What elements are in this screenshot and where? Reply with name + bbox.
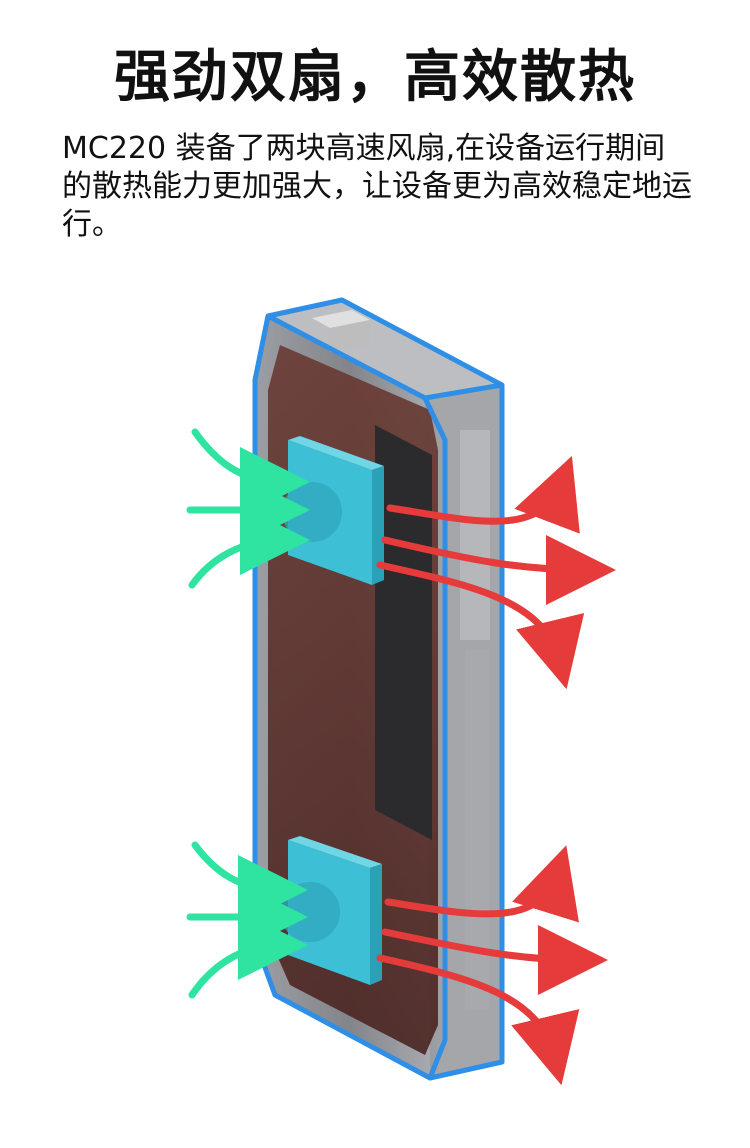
- exhaust-airflow-lower: [376, 845, 608, 1086]
- arrow-right-icon: [188, 505, 310, 589]
- intake-airflow-upper: [186, 428, 310, 589]
- arrow-right-icon: [384, 845, 579, 923]
- arrow-right-icon: [386, 455, 580, 534]
- page-title: 强劲双扇，高效散热: [114, 45, 636, 110]
- intake-airflow-lower: [186, 841, 308, 999]
- product-description: MC220 装备了两块高速风扇,在设备运行期间的散热能力更加强大，让设备更为高效…: [62, 131, 692, 242]
- arrow-right-icon: [188, 910, 308, 999]
- arrow-right-icon: [376, 561, 585, 690]
- arrow-right-icon: [381, 924, 608, 995]
- arrow-right-icon: [381, 534, 616, 605]
- exhaust-airflow-upper: [376, 455, 616, 690]
- arrow-right-icon: [376, 954, 580, 1086]
- dual-fan-cooling-illustration: [186, 297, 616, 1086]
